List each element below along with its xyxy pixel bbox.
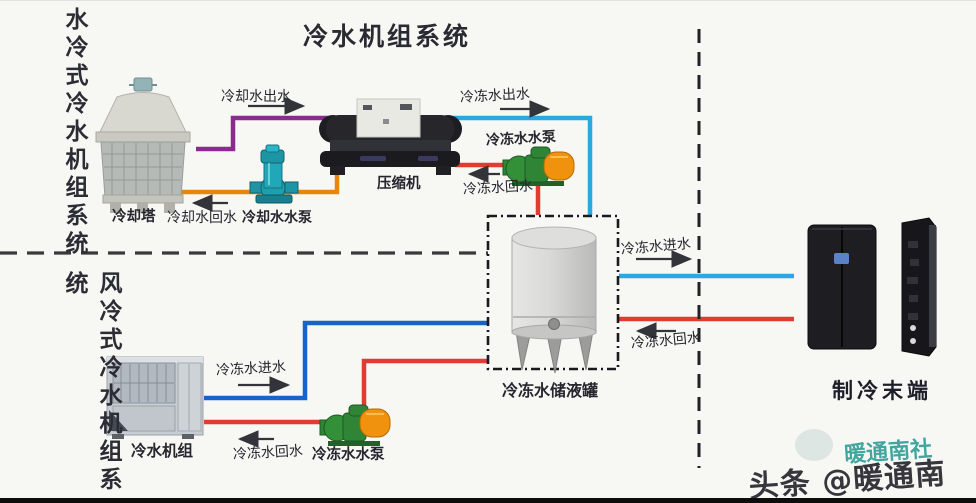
label-air-cooled-chiller: 冷水机组 — [131, 442, 194, 460]
chilled-water-pump-top — [502, 146, 575, 186]
terminal-air-handler — [807, 224, 877, 350]
label-terminal: 制冷末端 — [832, 379, 932, 403]
terminal-fan-coil-side — [901, 217, 937, 357]
air-cooled-chiller — [106, 356, 204, 439]
label-cooling-tower: 冷却塔 — [112, 209, 156, 225]
bottom-bar — [0, 498, 976, 503]
label-compressor: 压缩机 — [377, 176, 421, 192]
label-cooling-water-out: 冷却水出水 — [221, 89, 291, 105]
pipe-chilled-supply-chiller-to-tank — [452, 115, 593, 215]
section-label-air-cooled: 风冷式冷水机组系统 — [61, 271, 122, 495]
pipe-cooling-water-supply — [196, 115, 334, 152]
water-cooled-chiller — [319, 98, 462, 175]
pipe-chilled-return-tank-to-aircooled — [204, 358, 487, 425]
label-cooling-water-pump: 冷却水水泵 — [242, 210, 312, 226]
watermark-logo — [795, 429, 833, 461]
pipe-chilled-supply-aircooled-to-tank — [204, 320, 487, 401]
section-label-water-cooled: 水冷式冷水机组系统 — [61, 7, 88, 259]
label-storage-tank: 冷冻水储液罐 — [502, 381, 599, 400]
storage-tank-boundary-box — [486, 214, 620, 371]
chilled-water-pump-bottom — [319, 404, 391, 446]
chilled-water-storage-tank — [511, 226, 597, 374]
label-cooling-water-return: 冷却水回水 — [167, 210, 237, 226]
cooling-tower — [95, 77, 191, 213]
diagram-title: 冷水机组系统 — [303, 22, 472, 51]
label-chilled-water-pump-bottom: 冷冻水水泵 — [312, 447, 385, 463]
cooling-water-pump — [249, 144, 299, 204]
